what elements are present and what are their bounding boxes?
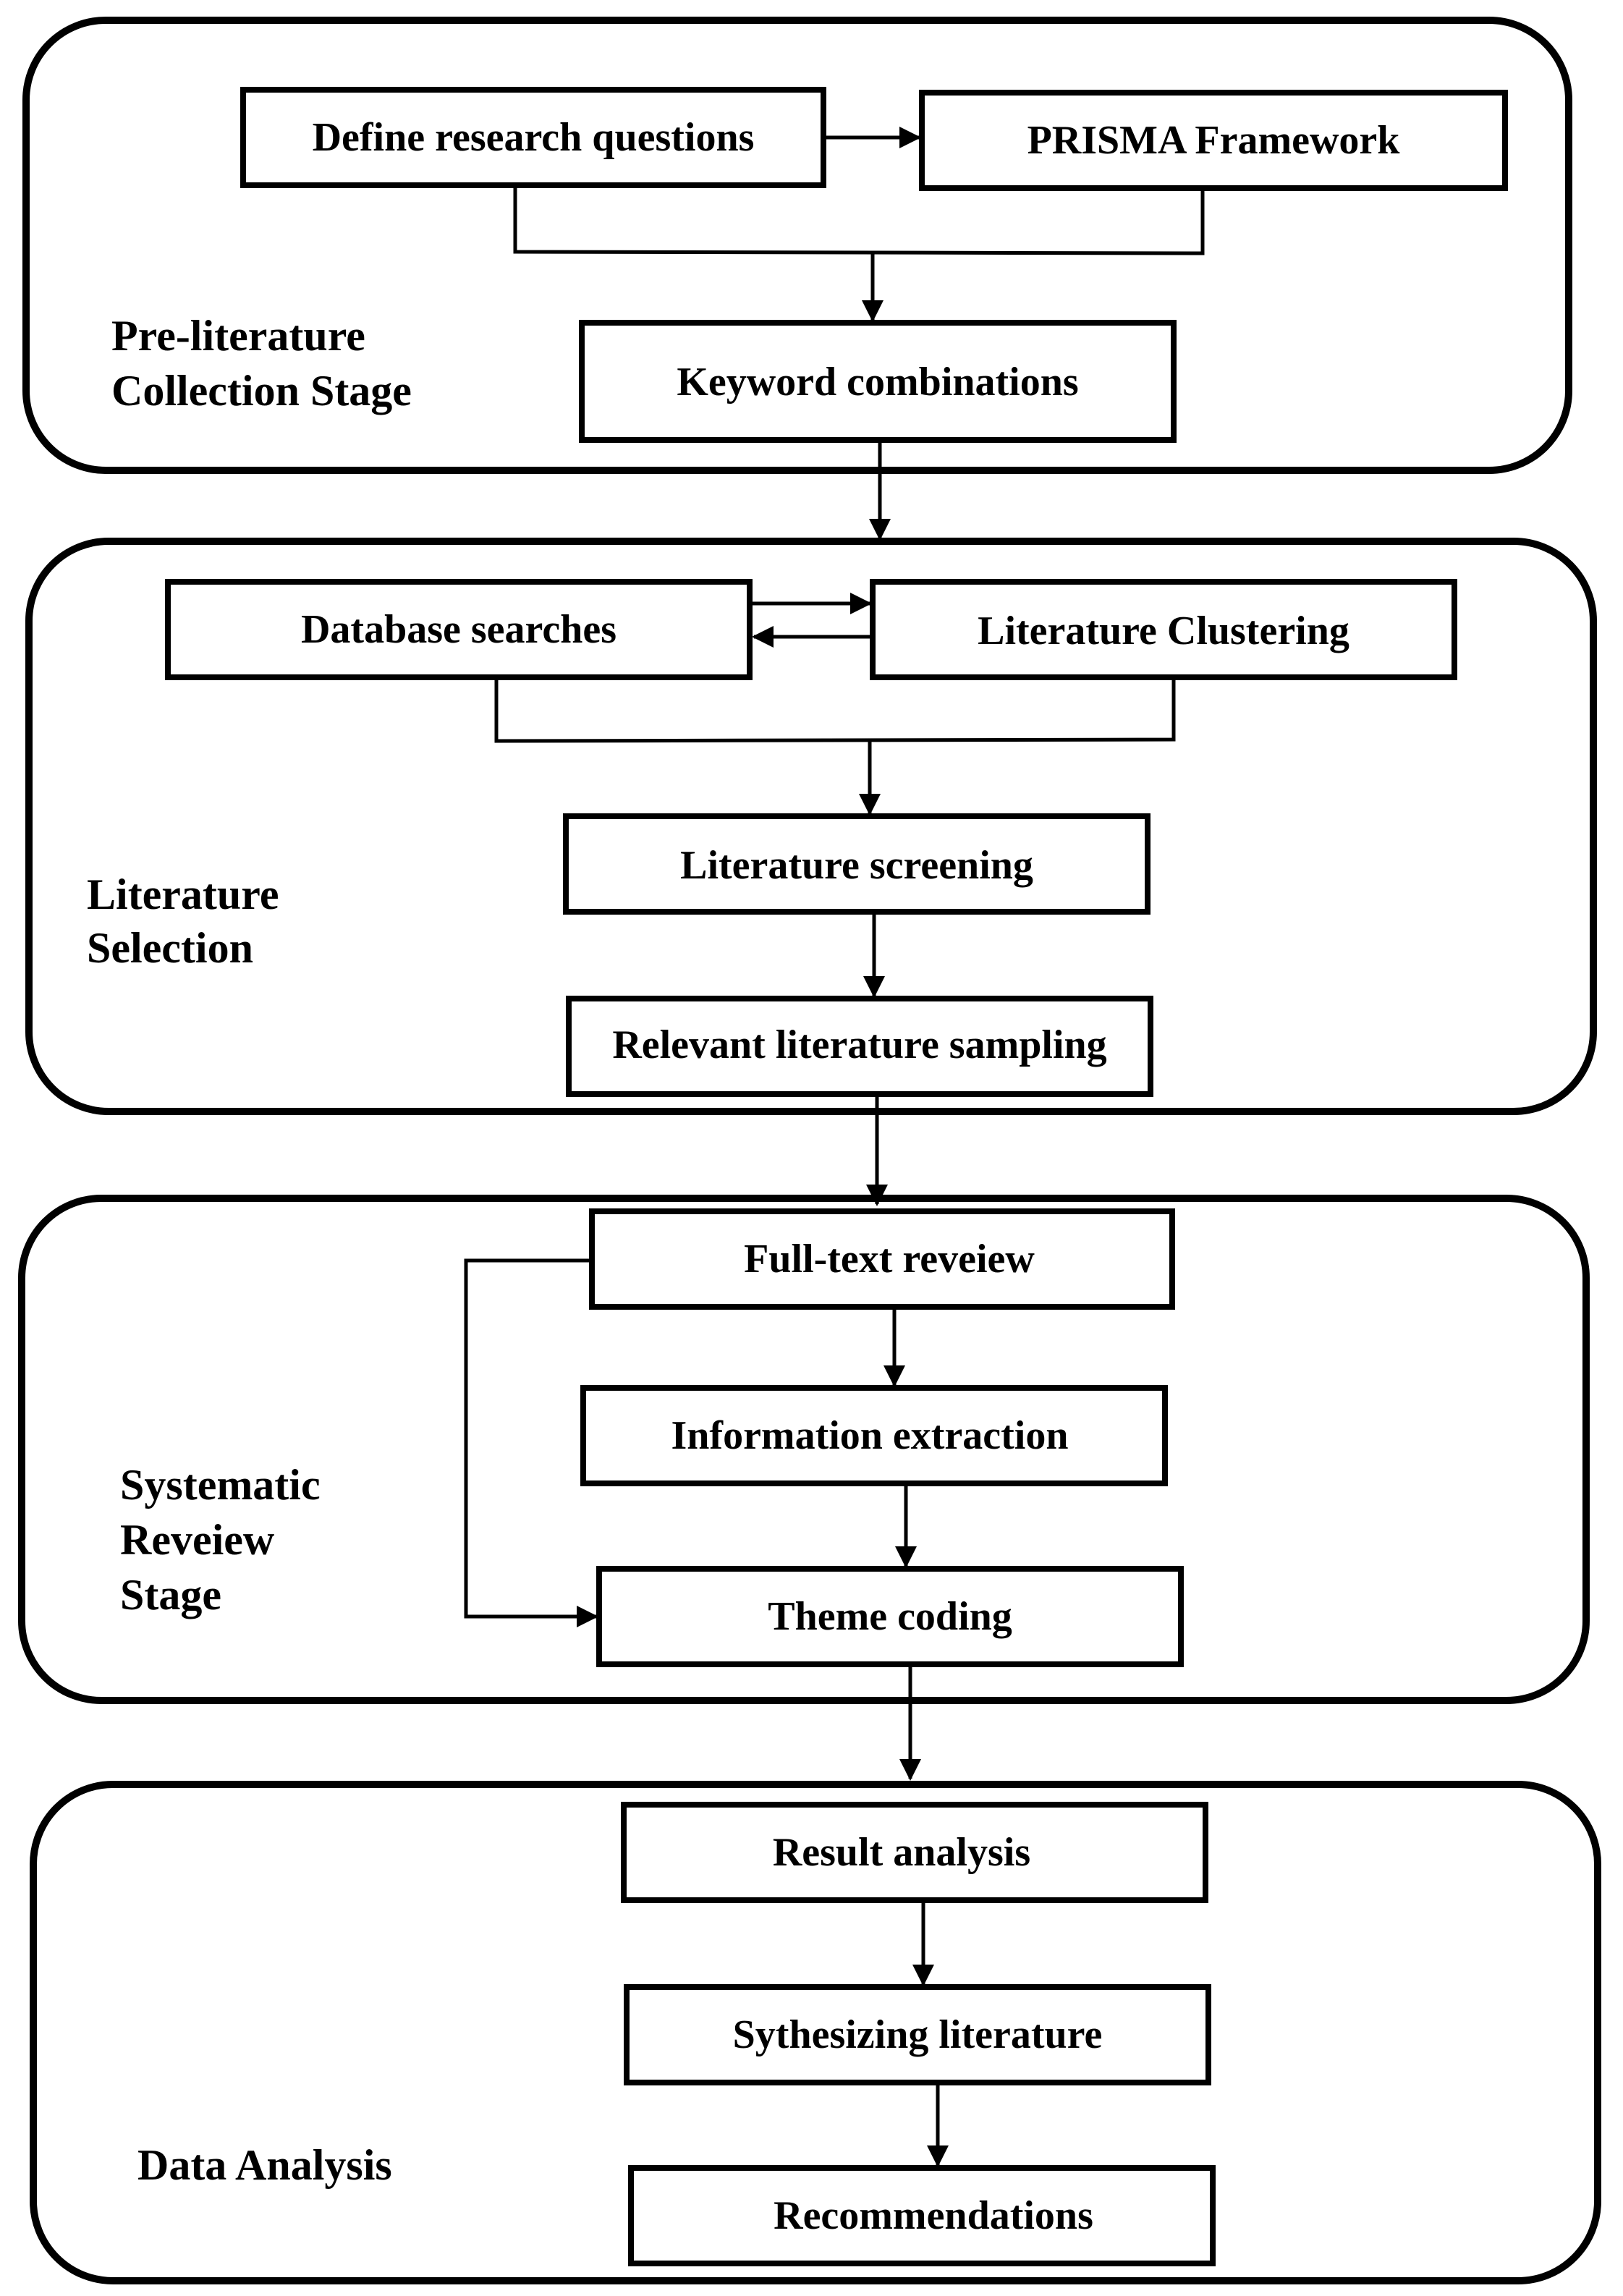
database-searches-box [165,579,753,680]
literature-screening-label: Literature screening [680,843,1033,888]
prisma-framework-box [919,90,1508,191]
stage-label-line: Collection Stage [111,367,412,415]
bracket-stage1-merge [513,187,1205,255]
result-analysis-label: Result analysis [773,1830,1030,1875]
arrow-fulltext-loop-to-theme [464,1258,598,1627]
literature-screening-box [563,813,1150,915]
stage-label-line: Systematic [120,1461,321,1509]
result-analysis-box [621,1802,1208,1903]
recommendations-box [628,2165,1216,2266]
stage-label-line: Literature [87,870,279,918]
recommendations-label: Recommendations [774,2193,1093,2238]
relevant-literature-sampling-box [566,996,1153,1097]
synthesizing-literature-label: Sythesizing literature [733,2012,1103,2057]
full-text-review-label: Full-text reveiew [744,1237,1035,1282]
theme-coding-label: Theme coding [768,1594,1012,1639]
literature-clustering-box [870,579,1457,680]
keyword-combinations-label: Keyword combinations [677,360,1078,404]
stage-label-systematic-review: Systematic Reveiew Stage [120,1461,331,1619]
keyword-combinations-box [579,320,1177,443]
relevant-literature-sampling-label: Relevant literature sampling [612,1022,1106,1067]
stage-label-line: Stage [120,1571,221,1619]
theme-coding-box [596,1566,1184,1667]
database-searches-label: Database searches [301,607,616,652]
prisma-framework-label: PRISMA Framework [1027,118,1401,163]
information-extraction-box [580,1385,1168,1486]
define-research-questions-label: Define research questions [313,115,755,160]
stage-label-pre-literature: Pre-literature Collection Stage [111,312,412,415]
stage-label-line: Reveiew [120,1516,275,1564]
stage-label-data-analysis: Data Analysis [137,2141,392,2189]
define-research-questions-box [240,87,826,188]
literature-clustering-label: Literature Clustering [978,609,1349,653]
full-text-review-box [589,1208,1175,1310]
bracket-stage2-merge [494,679,1176,743]
stage-label-line: Data Analysis [137,2141,392,2189]
stage-label-line: Selection [87,924,253,972]
stage-label-literature-selection: Literature Selection [87,870,289,972]
stage-label-line: Pre-literature [111,312,365,360]
synthesizing-literature-box [624,1984,1211,2085]
information-extraction-label: Information extraction [671,1413,1068,1458]
